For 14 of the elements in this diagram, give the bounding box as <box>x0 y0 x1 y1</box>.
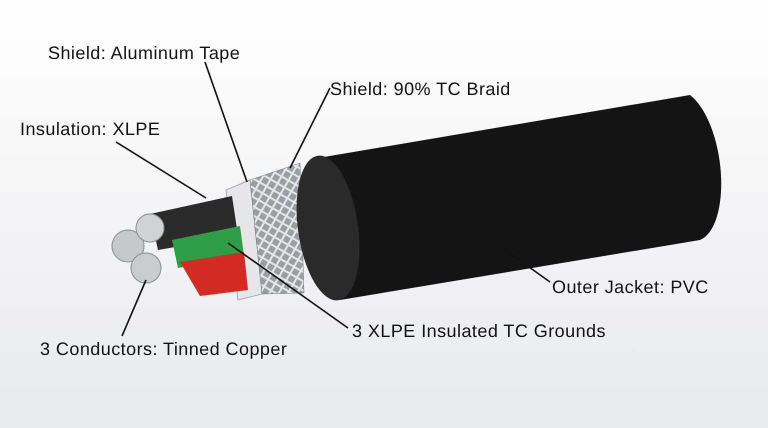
ground-wire <box>172 226 248 296</box>
conductor-strand <box>112 214 164 284</box>
leader-line <box>289 88 331 168</box>
callout-label: Shield: Aluminum Tape <box>48 42 240 65</box>
callout-label: Outer Jacket: PVC <box>552 276 709 299</box>
outer-jacket <box>296 95 722 300</box>
braid-shield-layer <box>250 162 304 294</box>
callout-label: Shield: 90% TC Braid <box>330 78 511 101</box>
callout-label: 3 XLPE Insulated TC Grounds <box>352 320 606 343</box>
leader-line <box>116 141 206 199</box>
callout-label: 3 Conductors: Tinned Copper <box>40 338 288 361</box>
callout-label: Insulation: XLPE <box>20 118 160 141</box>
leader-line <box>121 280 147 336</box>
leader-line <box>204 62 248 182</box>
